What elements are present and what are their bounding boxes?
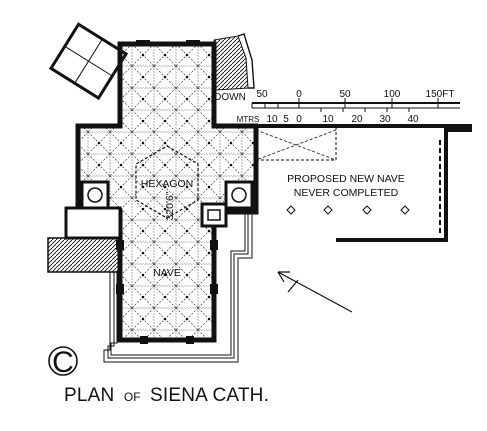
scale-metre-tick: 10 <box>322 114 334 125</box>
scale-feet-tick: 0 <box>296 89 302 100</box>
hexagon-label: HEXAGON <box>141 178 194 190</box>
scale-metre-tick: 30 <box>379 114 391 125</box>
proposed-nave-label-2: NEVER COMPLETED <box>294 187 399 199</box>
platform-steps <box>103 212 253 363</box>
plate-letter: C <box>52 346 74 379</box>
scale-bar <box>251 98 460 112</box>
plate-letter-badge: C <box>48 346 78 379</box>
hexagon-outline <box>135 145 199 219</box>
scale-feet-tick: 50 <box>339 89 351 100</box>
down-label: DOWN <box>214 92 246 103</box>
scale-feet-tick: 50 <box>256 89 268 100</box>
dimension-label: 320'6" <box>164 191 176 220</box>
scale-metre-tick: 40 <box>407 114 419 125</box>
plan-title: PLAN OF SIENA CATH. <box>64 385 269 406</box>
round-chapel-left <box>80 180 110 210</box>
title-of: OF <box>124 390 141 404</box>
tilted-chapel <box>48 22 129 101</box>
title-name: SIENA CATH. <box>150 385 269 406</box>
pulpit <box>200 202 228 228</box>
left-annex <box>47 206 122 273</box>
scale-metre-tick: 20 <box>351 114 363 125</box>
proposed-nave-label-1: PROPOSED NEW NAVE <box>287 173 405 185</box>
round-chapel-right <box>224 180 254 210</box>
scale-metre-tick: 5 <box>283 114 289 125</box>
scale-metres-unit: MTRS <box>237 115 260 124</box>
scale-metre-tick: 10 <box>266 114 278 125</box>
scale-metre-tick: 0 <box>296 114 302 125</box>
proposed-nave <box>255 124 472 242</box>
north-arrow-icon <box>277 271 353 313</box>
title-main: PLAN <box>64 385 114 406</box>
stairway <box>213 33 255 91</box>
nave-label: NAVE <box>153 267 181 279</box>
scale-feet-tick: 100 <box>384 89 401 100</box>
scale-feet-tick: 150FT <box>426 89 455 100</box>
